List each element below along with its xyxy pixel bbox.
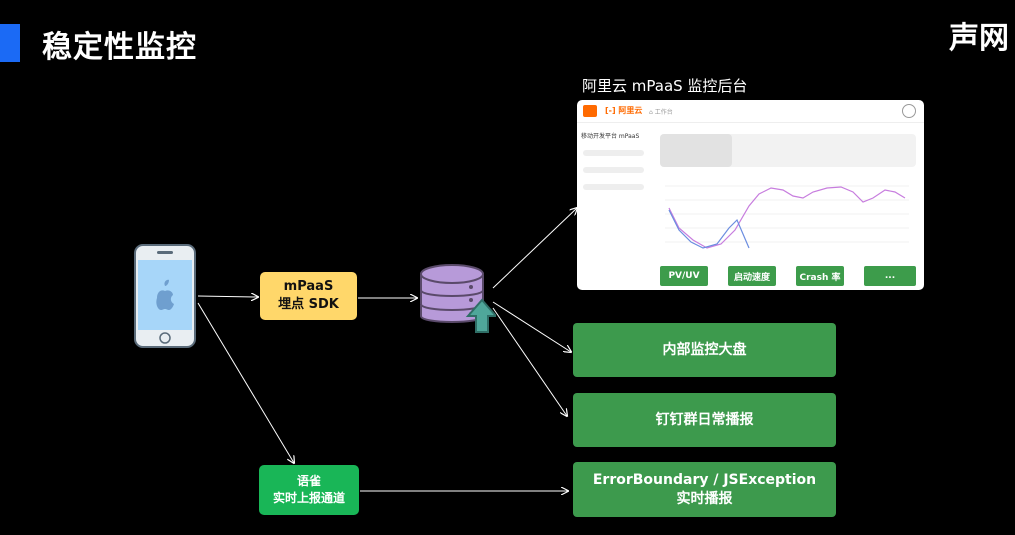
sidebar-placeholder [583,184,644,190]
tab-more: ... [864,266,916,286]
page-title: 稳定性监控 [42,30,197,65]
dingtalk-report-label: 钉钉群日常播报 [655,411,754,428]
internal-dashboard-label: 内部监控大盘 [662,341,747,358]
tab-pv-uv: PV/UV [660,266,708,286]
dingtalk-report-box: 钉钉群日常播报 [573,393,836,447]
console-line-chart [665,185,909,249]
console-caption: 阿里云 mPaaS 监控后台 [582,77,748,95]
error-realtime-box: ErrorBoundary / JSException 实时播报 [573,462,836,517]
sidebar-placeholder [583,167,644,173]
tab-launch-speed: 启动速度 [728,266,776,286]
arrow-phone-to-sdk [197,296,258,297]
title-accent-bar [0,24,20,62]
arrow-db-to-internal [492,301,571,352]
console-sidebar-title: 移动开发平台 mPaaS [581,133,640,140]
mpaas-console-screenshot: [-] 阿里云 ⌂ 工作台 移动开发平台 mPaaS PV/UV 启动速度 Cr… [577,100,924,290]
tab-crash-rate: Crash 率 [796,266,844,286]
chart-series-2 [668,209,750,249]
console-topbar: [-] 阿里云 ⌂ 工作台 [577,100,924,123]
yuque-label-2: 实时上报通道 [272,491,345,505]
arrow-db-to-dingtalk [492,307,567,416]
console-hero-inner [660,134,732,167]
chart-series-1 [668,186,906,249]
upload-arrow-icon [465,298,496,333]
arrow-db-to-console [492,208,577,289]
console-breadcrumb: ⌂ 工作台 [649,109,673,116]
internal-dashboard-box: 内部监控大盘 [573,323,836,377]
iphone-icon [134,244,196,348]
sdk-label-line2: 埋点 SDK [278,297,339,312]
console-logo: [-] 阿里云 [605,106,643,115]
yuque-channel-box: 语雀 实时上报通道 [259,465,359,515]
avatar-icon [902,104,916,118]
error-realtime-label-1: ErrorBoundary / JSException [592,471,817,488]
menu-icon [583,105,597,117]
database-icon [420,264,496,333]
brand-logo: 声网 [949,21,1009,56]
mpaas-sdk-box: mPaaS 埋点 SDK [260,272,357,320]
arrow-phone-to-yuque [197,302,294,463]
sdk-label-line1: mPaaS [283,279,334,294]
yuque-label-1: 语雀 [296,474,321,488]
sidebar-placeholder [583,150,644,156]
error-realtime-label-2: 实时播报 [676,490,733,507]
